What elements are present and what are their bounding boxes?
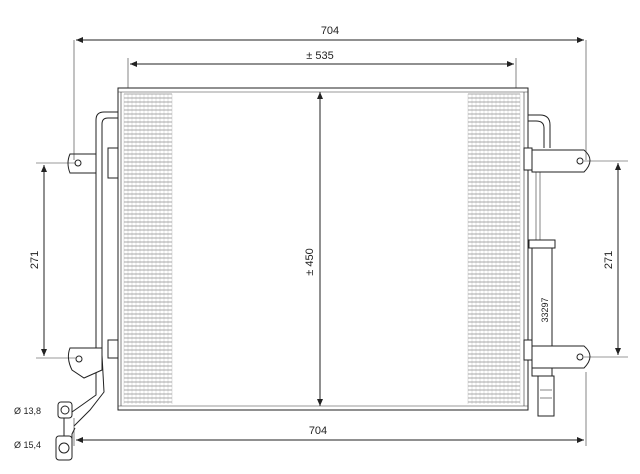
dimension-label-535: ± 535	[306, 50, 333, 62]
fitting-label-15-4: Ø 15,4	[14, 440, 41, 450]
dimension-core-height: ± 450	[304, 92, 323, 406]
dimension-label-450: ± 450	[304, 248, 316, 275]
right-bottom-bracket	[531, 345, 591, 369]
receiver-drier	[528, 239, 556, 417]
dimension-overall-bottom: 704	[73, 372, 587, 446]
dimension-overall-top: 704	[73, 25, 587, 160]
fitting-lower	[55, 435, 73, 461]
fitting-label-13-8: Ø 13,8	[14, 406, 41, 416]
left-pipe-assembly	[63, 111, 119, 452]
dimension-core-width: ± 535	[127, 50, 517, 88]
fitting-upper	[57, 401, 73, 419]
dimension-label-704-bottom: 704	[309, 425, 327, 437]
right-top-bracket	[531, 149, 591, 173]
condenser-core	[117, 87, 529, 411]
fin-field-left	[123, 93, 173, 404]
right-pipe-assembly	[523, 114, 551, 361]
left-top-bracket	[67, 153, 97, 174]
dimension-label-271-left: 271	[29, 251, 41, 269]
left-bottom-bracket	[67, 347, 103, 379]
dimension-label-271-right: 271	[603, 251, 615, 269]
dimension-left-mount-spacing: 271	[29, 162, 76, 359]
fin-field-right	[467, 93, 521, 404]
dimension-label-704-top: 704	[321, 25, 339, 37]
dimension-right-mount-spacing: 271	[584, 160, 628, 358]
part-number: 33297	[540, 297, 550, 322]
